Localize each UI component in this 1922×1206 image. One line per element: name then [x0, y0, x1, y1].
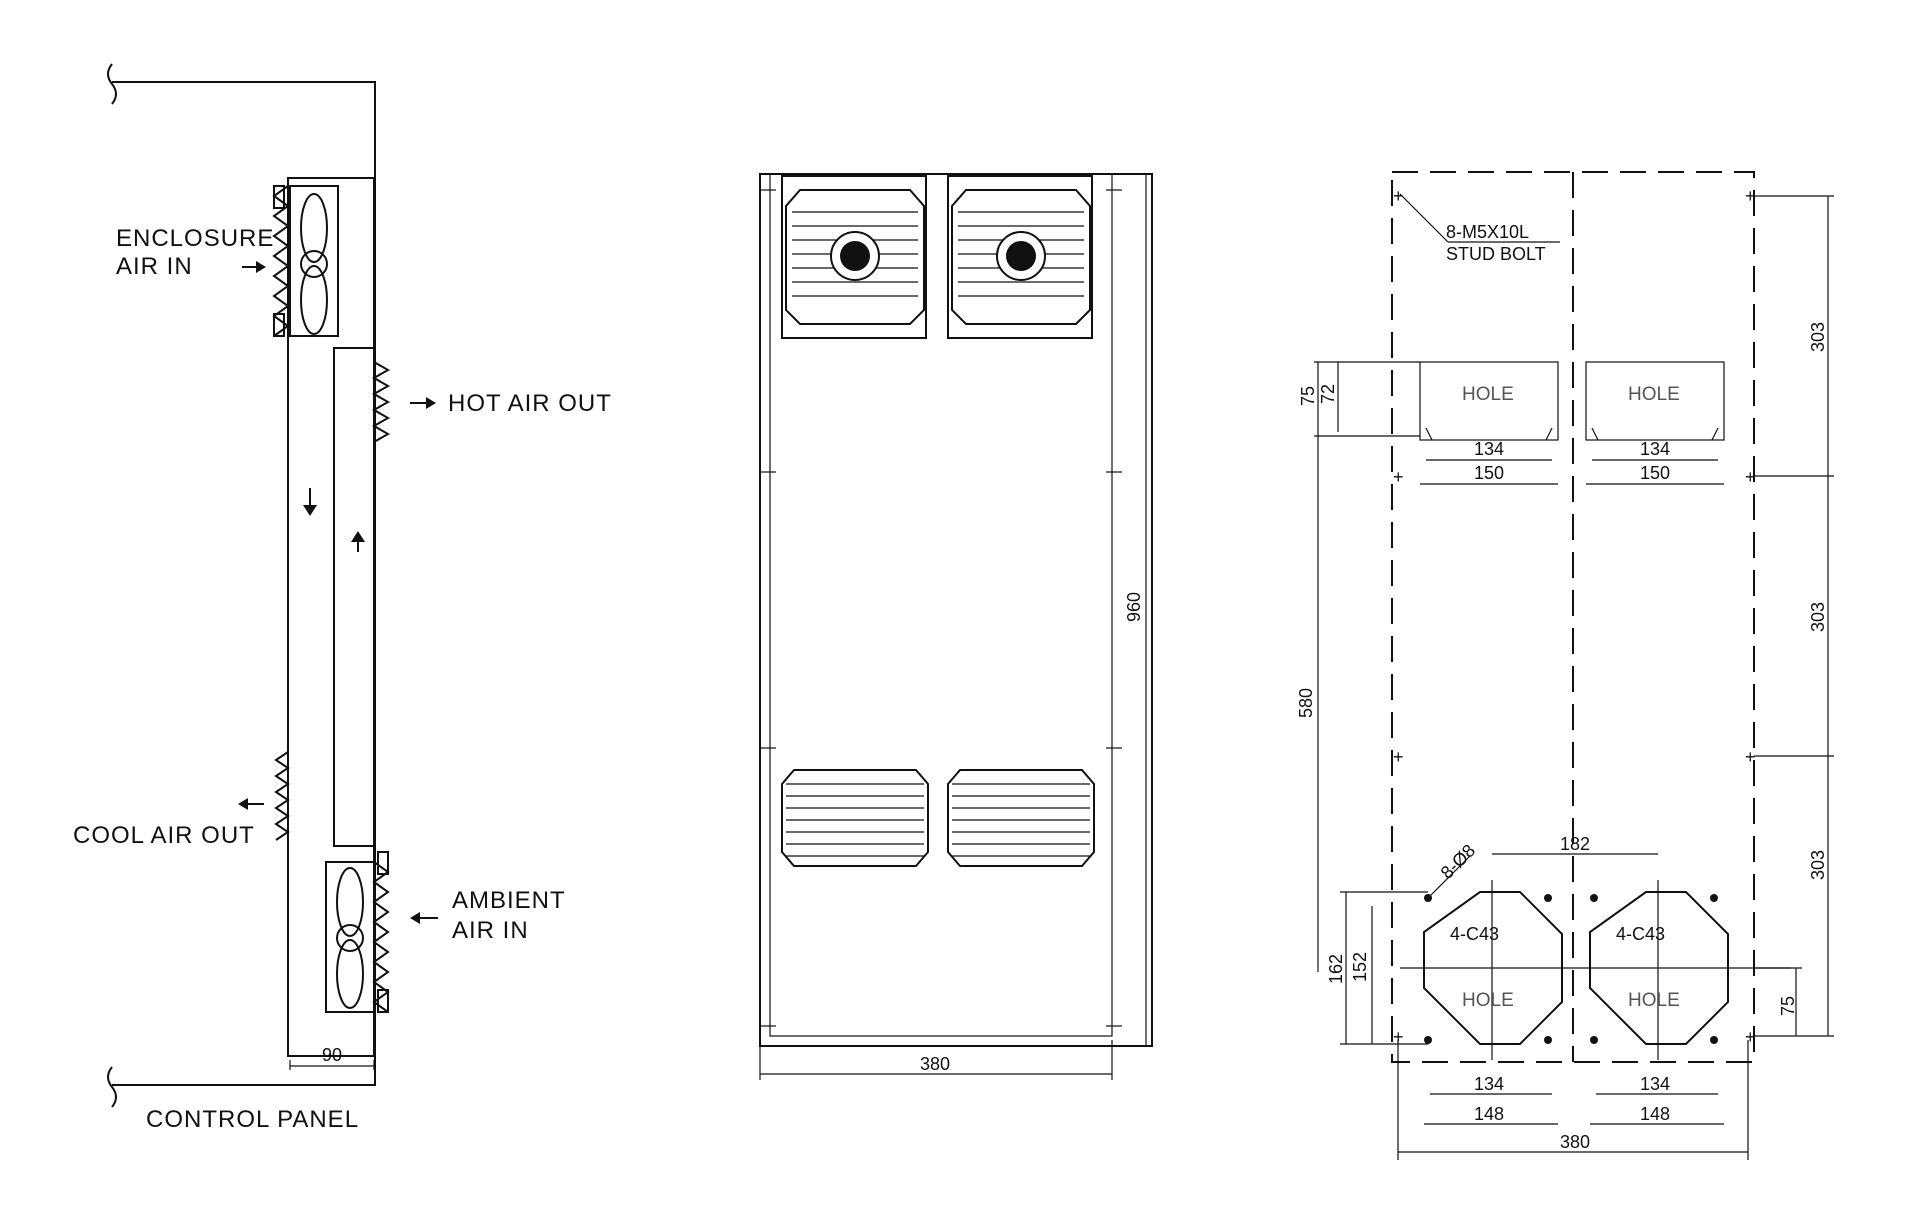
lower-hole-height-152: 152: [1350, 952, 1370, 982]
ambient-air-in-arrow-icon: [410, 912, 420, 924]
enclosure-air-in-label-1: ENCLOSURE: [116, 225, 274, 252]
enclosure-air-in-arrow-icon: [256, 261, 266, 273]
top-intake-grille: [272, 185, 290, 337]
hot-air-out-arrow-icon: [426, 397, 436, 409]
bottom-hole-right: [1589, 891, 1729, 1045]
spacing-303-3: 303: [1808, 850, 1828, 880]
width-dimension: 380: [920, 1054, 950, 1074]
svg-text:+: +: [1393, 747, 1404, 767]
bottom-right-148: 148: [1640, 1104, 1670, 1124]
lower-hole-height-162: 162: [1326, 954, 1346, 984]
hot-air-fins: [371, 361, 391, 443]
bottom-hole-right-label: HOLE: [1628, 990, 1680, 1011]
control-panel-label: CONTROL PANEL: [146, 1106, 359, 1133]
side-view: ENCLOSURE AIR IN HOT AIR OUT COOL AIR OU…: [73, 63, 612, 1133]
top-right-width-150: 150: [1640, 463, 1670, 483]
stud-bolt-label-1: 8-M5X10L: [1446, 222, 1529, 242]
drill-holes: [1424, 894, 1718, 1044]
spacing-303-1: 303: [1808, 322, 1828, 352]
enclosure-air-in-label-2: AIR IN: [116, 253, 193, 280]
chamfer-left: 4-C43: [1450, 924, 1499, 944]
cutout-view: + + + + + + + + 8-M5X10L STUD BOLT HOLE HOLE…: [1296, 171, 1834, 1160]
top-right-width-134: 134: [1640, 439, 1670, 459]
svg-text:+: +: [1745, 747, 1756, 767]
cool-air-out-arrow-icon: [238, 798, 248, 810]
svg-text:+: +: [1393, 467, 1404, 487]
mounting-marks: [760, 189, 1122, 1027]
bottom-fan-housing: [325, 861, 375, 1013]
up-arrow-icon: [351, 531, 365, 542]
top-hole-right-label: HOLE: [1628, 384, 1680, 405]
top-left-width-150: 150: [1474, 463, 1504, 483]
front-view: 960 380: [759, 173, 1153, 1080]
front-fan-left: [781, 175, 927, 339]
bottom-hole-left: [1423, 891, 1563, 1045]
right-75: 75: [1778, 996, 1798, 1016]
vertical-580: 580: [1296, 688, 1316, 718]
svg-text:+: +: [1745, 467, 1756, 487]
front-panel-outline: [759, 173, 1153, 1047]
front-louvre-left: [781, 769, 929, 867]
overall-width-380: 380: [1560, 1132, 1590, 1152]
stud-bolt-marks: + + + + + + + +: [1393, 186, 1756, 1047]
break-mark-bottom: [107, 1066, 117, 1108]
top-hole-left: [1419, 361, 1559, 441]
spacing-303-2: 303: [1808, 602, 1828, 632]
ambient-air-in-label-1: AMBIENT: [452, 887, 566, 914]
top-hole-left-label: HOLE: [1462, 384, 1514, 405]
bottom-hole-left-label: HOLE: [1462, 990, 1514, 1011]
svg-text:+: +: [1393, 186, 1404, 206]
down-arrow-icon: [303, 505, 317, 516]
hot-air-out-label: HOT AIR OUT: [448, 390, 612, 417]
cool-air-fins: [274, 751, 290, 841]
svg-text:+: +: [1745, 1027, 1756, 1047]
chamfer-right: 4-C43: [1616, 924, 1665, 944]
svg-text:+: +: [1393, 1027, 1404, 1047]
top-hole-height-72: 72: [1318, 384, 1338, 404]
stud-bolt-label-2: STUD BOLT: [1446, 244, 1546, 264]
inner-duct: [333, 347, 375, 847]
bottom-left-134: 134: [1474, 1074, 1504, 1094]
front-fan-right: [947, 175, 1093, 339]
top-hole-right: [1585, 361, 1725, 441]
cutout-outline: [1391, 171, 1755, 1063]
height-dimension: 960: [1124, 592, 1144, 622]
center-182: 182: [1560, 834, 1590, 854]
front-louvre-right: [947, 769, 1095, 867]
top-left-width-134: 134: [1474, 439, 1504, 459]
ambient-air-in-label-2: AIR IN: [452, 917, 529, 944]
bottom-left-148: 148: [1474, 1104, 1504, 1124]
break-mark-top: [107, 63, 117, 105]
svg-text:+: +: [1745, 186, 1756, 206]
drill-label: 8-Ø8: [1437, 840, 1479, 882]
top-fan-housing: [289, 185, 339, 337]
bottom-right-134: 134: [1640, 1074, 1670, 1094]
depth-dimension: 90: [322, 1045, 342, 1065]
bottom-intake-grille: [372, 861, 390, 1013]
cool-air-out-label: COOL AIR OUT: [73, 822, 255, 849]
front-panel-inner: [769, 173, 1113, 1037]
top-hole-height-75: 75: [1298, 386, 1318, 406]
